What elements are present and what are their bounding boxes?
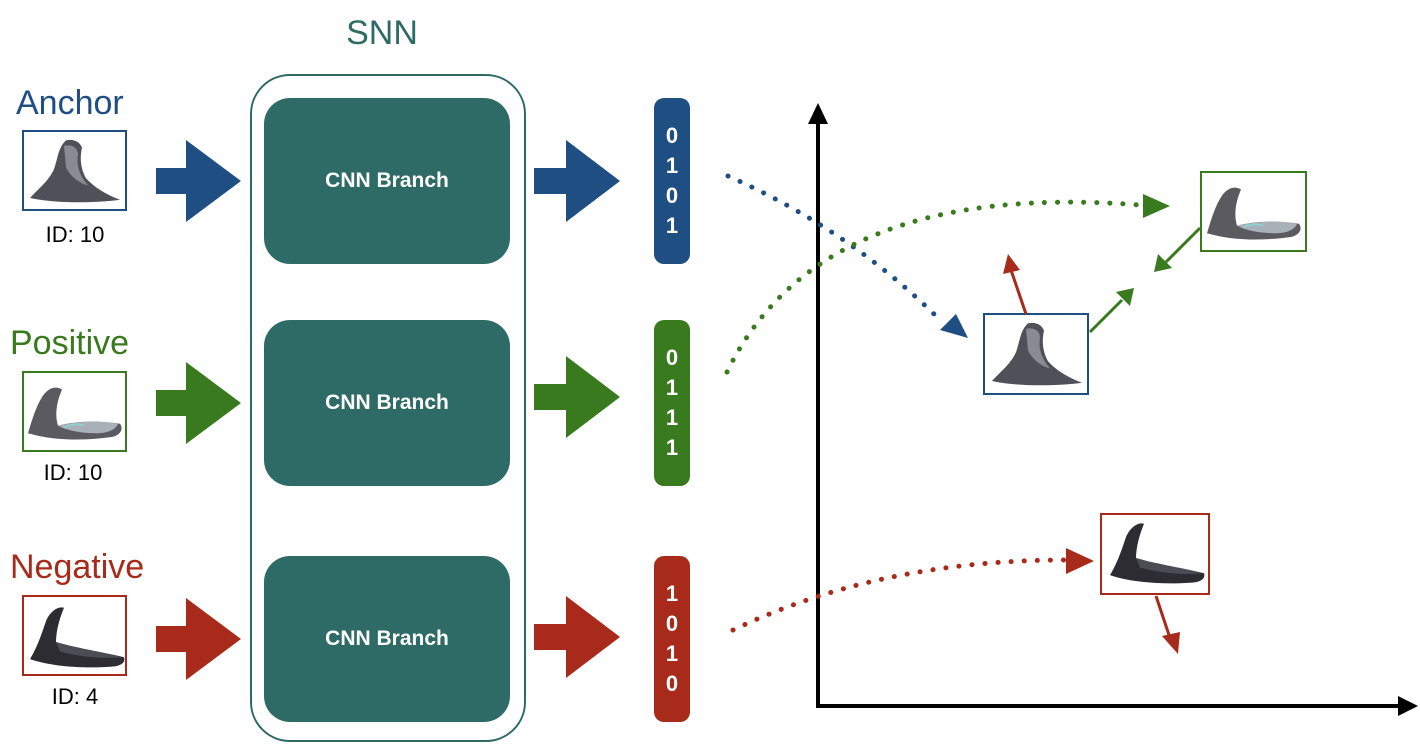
embedding-bit: 0 xyxy=(665,183,679,208)
negative-input-arrow xyxy=(156,598,241,680)
positive-input-arrow xyxy=(156,362,241,444)
embedding-bit: 1 xyxy=(665,213,679,238)
embedding-negative: 1 0 1 0 xyxy=(654,556,690,722)
positive-id-label: ID: 10 xyxy=(43,460,103,485)
anchor-embedded-thumbnail xyxy=(983,313,1089,395)
cnn-branch-label: CNN Branch xyxy=(325,169,449,192)
negative-output-arrow xyxy=(534,596,620,678)
anchor-pull-arrow xyxy=(1088,288,1134,334)
anchor-id-label: ID: 10 xyxy=(45,222,105,247)
embedding-positive: 0 1 1 1 xyxy=(654,320,690,486)
negative-trajectory xyxy=(730,557,1069,633)
embedding-bit: 0 xyxy=(665,611,679,636)
negative-thumbnail xyxy=(22,595,127,676)
anchor-thumbnail xyxy=(22,130,127,211)
positive-label: Positive xyxy=(10,324,130,362)
embedding-bit: 1 xyxy=(665,375,679,400)
embedding-bit: 1 xyxy=(665,405,679,430)
positive-thumbnail xyxy=(22,371,127,452)
anchor-trajectory xyxy=(725,173,943,323)
anchor-output-arrow xyxy=(534,140,620,222)
anchor-label: Anchor xyxy=(16,84,124,122)
anchor-push-arrow xyxy=(1003,254,1028,315)
embedding-bit: 1 xyxy=(665,581,679,606)
negative-push-arrow xyxy=(1154,595,1180,654)
embedding-anchor: 0 1 0 1 xyxy=(654,98,690,264)
cnn-branch-label: CNN Branch xyxy=(325,391,449,414)
embedding-bit: 1 xyxy=(665,153,679,178)
snn-frame xyxy=(250,74,526,742)
anchor-input-arrow xyxy=(156,140,241,222)
cnn-branch-anchor: CNN Branch xyxy=(264,98,510,264)
cnn-branch-negative: CNN Branch xyxy=(264,556,510,722)
positive-embedded-thumbnail xyxy=(1200,171,1307,252)
cnn-branch-label: CNN Branch xyxy=(325,627,449,650)
embedding-bit: 1 xyxy=(665,435,679,460)
snn-title: SNN xyxy=(346,14,418,52)
negative-label: Negative xyxy=(10,548,145,586)
positive-output-arrow xyxy=(534,356,620,438)
embedding-bit: 0 xyxy=(665,671,679,696)
negative-id-label: ID: 4 xyxy=(51,684,99,709)
embedding-space-axes-icon xyxy=(808,103,1418,716)
positive-pull-arrow xyxy=(1154,226,1202,272)
negative-embedded-thumbnail xyxy=(1100,513,1210,595)
embedding-bit: 1 xyxy=(665,641,679,666)
cnn-branch-positive: CNN Branch xyxy=(264,320,510,486)
embedding-bit: 0 xyxy=(665,345,679,370)
embedding-bit: 0 xyxy=(665,123,679,148)
positive-trajectory xyxy=(724,199,1143,375)
